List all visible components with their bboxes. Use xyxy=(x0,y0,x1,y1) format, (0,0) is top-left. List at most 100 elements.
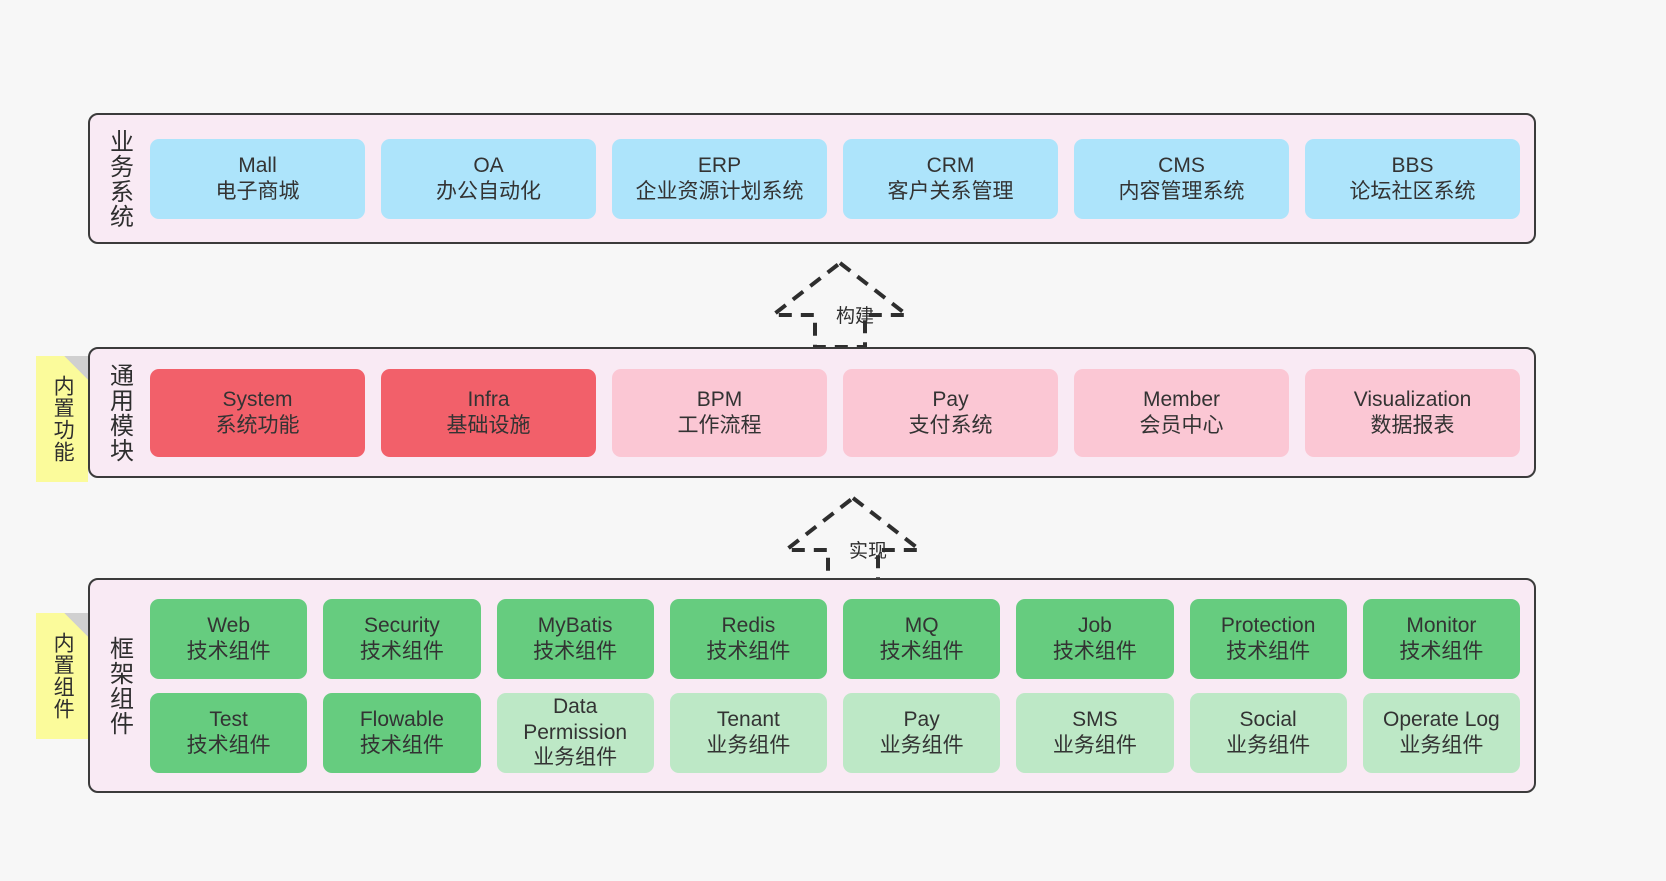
tile-web-sub: 技术组件 xyxy=(186,639,271,663)
tile-infra-name: Infra xyxy=(467,387,510,411)
tile-social-name: Social xyxy=(1239,707,1297,731)
tile-cms-sub: 内容管理系统 xyxy=(1118,179,1245,203)
tile-bpm-name: BPM xyxy=(696,387,743,411)
tile-system[interactable]: System 系统功能 xyxy=(150,368,365,457)
tile-flowable-name: Flowable xyxy=(359,707,444,731)
tile-visualization-name: Visualization xyxy=(1353,387,1472,411)
tile-redis-name: Redis xyxy=(721,613,776,637)
tile-bbs[interactable]: BBS 论坛社区系统 xyxy=(1305,138,1520,219)
tile-social[interactable]: Social 业务组件 xyxy=(1189,692,1347,773)
tile-flowable[interactable]: Flowable 技术组件 xyxy=(323,692,481,773)
generalization-arrow-build: 构建 xyxy=(755,255,925,350)
tile-bbs-name: BBS xyxy=(1391,153,1434,177)
tile-operate-log-name: Operate Log xyxy=(1382,707,1500,731)
tile-bbs-sub: 论坛社区系统 xyxy=(1349,179,1476,203)
tile-crm-sub: 客户关系管理 xyxy=(887,179,1014,203)
arrow-label-implement: 实现 xyxy=(849,541,888,562)
tile-operate-log[interactable]: Operate Log 业务组件 xyxy=(1362,692,1520,773)
tile-system-sub: 系统功能 xyxy=(215,413,300,437)
tile-mall[interactable]: Mall 电子商城 xyxy=(150,138,365,219)
tile-pay-module[interactable]: Pay 支付系统 xyxy=(843,368,1058,457)
layer-title-general-modules: 通用模块 xyxy=(105,362,133,463)
tile-mall-name: Mall xyxy=(238,153,277,177)
tile-pay-component-name: Pay xyxy=(903,707,940,731)
tile-oa[interactable]: OA 办公自动化 xyxy=(381,138,596,219)
tile-sms[interactable]: SMS 业务组件 xyxy=(1016,692,1174,773)
layer-body-general-modules: System 系统功能 Infra 基础设施 BPM 工作流程 Pay 支付系统… xyxy=(146,349,1534,476)
tile-social-sub: 业务组件 xyxy=(1226,733,1311,757)
arrow-label-build: 构建 xyxy=(836,306,875,327)
tile-job-sub: 技术组件 xyxy=(1052,639,1137,663)
generalization-arrow-implement: 实现 xyxy=(768,490,938,585)
tile-member-sub: 会员中心 xyxy=(1139,413,1224,437)
tile-pay-component[interactable]: Pay 业务组件 xyxy=(843,692,1001,773)
layer-general-modules: 通用模块 System 系统功能 Infra 基础设施 BPM 工作流程 Pay xyxy=(88,347,1536,478)
tile-data-permission[interactable]: Data Permission 业务组件 xyxy=(496,692,654,773)
layer-body-business-systems: Mall 电子商城 OA 办公自动化 ERP 企业资源计划系统 CRM 客户关系… xyxy=(146,115,1534,242)
tile-bpm[interactable]: BPM 工作流程 xyxy=(612,368,827,457)
tile-mybatis[interactable]: MyBatis 技术组件 xyxy=(496,598,654,679)
tile-job[interactable]: Job 技术组件 xyxy=(1016,598,1174,679)
tile-pay-module-sub: 支付系统 xyxy=(908,413,993,437)
tile-mq[interactable]: MQ 技术组件 xyxy=(843,598,1001,679)
tile-redis[interactable]: Redis 技术组件 xyxy=(669,598,827,679)
tile-data-permission-name: Data Permission xyxy=(523,695,628,744)
tile-erp-sub: 企业资源计划系统 xyxy=(635,179,804,203)
tile-member[interactable]: Member 会员中心 xyxy=(1074,368,1289,457)
tile-system-name: System xyxy=(222,387,293,411)
tile-flowable-sub: 技术组件 xyxy=(359,733,444,757)
tile-mq-name: MQ xyxy=(904,613,939,637)
layer-business-systems: 业务系统 Mall 电子商城 OA 办公自动化 ERP 企业资源计划系统 CRM xyxy=(88,113,1536,244)
layer-body-framework-components: Web 技术组件 Security 技术组件 MyBatis 技术组件 Redi… xyxy=(146,580,1534,791)
tile-tenant[interactable]: Tenant 业务组件 xyxy=(669,692,827,773)
tile-infra-sub: 基础设施 xyxy=(446,413,531,437)
tile-test-name: Test xyxy=(209,707,248,731)
tile-member-name: Member xyxy=(1142,387,1221,411)
tile-row-business: Mall 电子商城 OA 办公自动化 ERP 企业资源计划系统 CRM 客户关系… xyxy=(150,138,1520,219)
tile-data-permission-sub: 业务组件 xyxy=(533,746,618,770)
tile-bpm-sub: 工作流程 xyxy=(677,413,762,437)
tile-erp[interactable]: ERP 企业资源计划系统 xyxy=(612,138,827,219)
tile-monitor-name: Monitor xyxy=(1406,613,1477,637)
tile-monitor[interactable]: Monitor 技术组件 xyxy=(1362,598,1520,679)
tile-pay-component-sub: 业务组件 xyxy=(879,733,964,757)
tile-security[interactable]: Security 技术组件 xyxy=(323,598,481,679)
tile-row-modules: System 系统功能 Infra 基础设施 BPM 工作流程 Pay 支付系统… xyxy=(150,368,1520,457)
tile-job-name: Job xyxy=(1077,613,1112,637)
tile-protection[interactable]: Protection 技术组件 xyxy=(1189,598,1347,679)
tile-sms-sub: 业务组件 xyxy=(1052,733,1137,757)
tile-web-name: Web xyxy=(207,613,251,637)
tile-sms-name: SMS xyxy=(1072,707,1118,731)
tile-pay-module-name: Pay xyxy=(932,387,969,411)
tile-oa-sub: 办公自动化 xyxy=(436,179,541,203)
tile-row-technical-components: Web 技术组件 Security 技术组件 MyBatis 技术组件 Redi… xyxy=(150,598,1520,679)
tile-oa-name: OA xyxy=(473,153,504,177)
tile-web[interactable]: Web 技术组件 xyxy=(150,598,308,679)
tile-cms-name: CMS xyxy=(1158,153,1205,177)
tile-protection-name: Protection xyxy=(1220,613,1316,637)
tile-tenant-sub: 业务组件 xyxy=(706,733,791,757)
sticky-note-builtin-components: 内置组件 xyxy=(36,613,88,739)
tile-test-sub: 技术组件 xyxy=(186,733,271,757)
tile-operate-log-sub: 业务组件 xyxy=(1399,733,1484,757)
tile-row-business-components: Test 技术组件 Flowable 技术组件 Data Permission … xyxy=(150,692,1520,773)
tile-mall-sub: 电子商城 xyxy=(215,179,300,203)
tile-test[interactable]: Test 技术组件 xyxy=(150,692,308,773)
tile-security-sub: 技术组件 xyxy=(359,639,444,663)
layer-title-framework-components: 框架组件 xyxy=(105,635,133,736)
tile-tenant-name: Tenant xyxy=(716,707,780,731)
tile-mybatis-name: MyBatis xyxy=(537,613,613,637)
tile-monitor-sub: 技术组件 xyxy=(1399,639,1484,663)
tile-mybatis-sub: 技术组件 xyxy=(533,639,618,663)
sticky-note-builtin-features: 内置功能 xyxy=(36,356,88,482)
tile-redis-sub: 技术组件 xyxy=(706,639,791,663)
tile-visualization[interactable]: Visualization 数据报表 xyxy=(1305,368,1520,457)
tile-protection-sub: 技术组件 xyxy=(1226,639,1311,663)
tile-mq-sub: 技术组件 xyxy=(879,639,964,663)
layer-framework-components: 框架组件 Web 技术组件 Security 技术组件 MyBatis 技术组件… xyxy=(88,578,1536,793)
tile-infra[interactable]: Infra 基础设施 xyxy=(381,368,596,457)
tile-visualization-sub: 数据报表 xyxy=(1370,413,1455,437)
tile-crm[interactable]: CRM 客户关系管理 xyxy=(843,138,1058,219)
tile-cms[interactable]: CMS 内容管理系统 xyxy=(1074,138,1289,219)
